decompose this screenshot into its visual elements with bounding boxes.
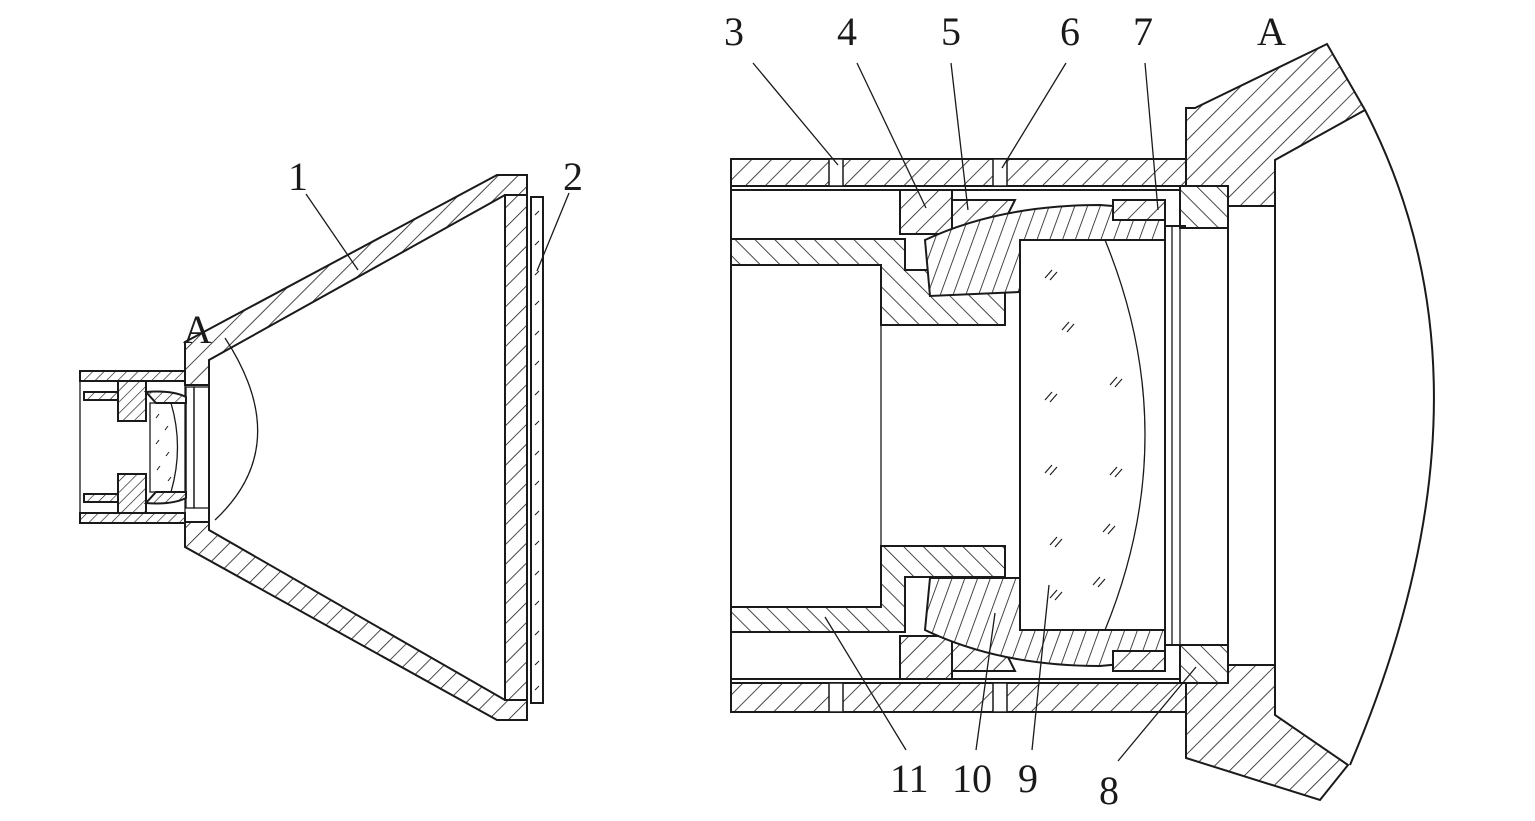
leader-1 [305,193,359,271]
detail-view: 3 4 5 6 7 A 11 10 9 8 [724,9,1435,813]
label-3: 3 [724,9,744,54]
leader-11 [824,616,907,751]
leader-5 [950,62,969,211]
label-1: 1 [288,154,308,199]
flange-ring-top [1179,185,1229,229]
leader-6 [1001,62,1067,169]
screen-plate [530,196,544,704]
label-5: 5 [941,9,961,54]
ring-7-bottom [1112,650,1166,672]
leader-4 [856,62,927,209]
leader-3 [752,62,839,166]
leader-8 [1117,666,1197,762]
overview-view: 1 2 A [79,154,583,721]
retaining-ring-bottom [899,635,953,680]
label-11: 11 [890,756,929,801]
glass-marks [1044,269,1123,601]
leader-10 [975,612,996,751]
label-10: 10 [952,756,992,801]
inner-sleeve [730,238,1006,633]
label-7: 7 [1133,9,1153,54]
label-9: 9 [1018,756,1038,801]
label-a-detail: A [1257,9,1286,54]
detail-a-outline [214,337,259,521]
label-4: 4 [837,9,857,54]
retaining-ring-top [899,189,953,235]
glass-lens-curve [1104,239,1146,631]
cone-housing [184,174,528,721]
small-lens-barrel [79,370,210,524]
label-2: 2 [563,154,583,199]
cone-wall-detail [1185,42,1435,802]
leader-7 [1144,62,1159,211]
leader-9 [1031,584,1050,751]
label-6: 6 [1060,9,1080,54]
label-8: 8 [1099,768,1119,813]
ring-7-top [1112,199,1166,221]
glass-lens [1019,239,1166,631]
label-a-overview: A [183,307,212,352]
leader-2 [536,192,570,272]
